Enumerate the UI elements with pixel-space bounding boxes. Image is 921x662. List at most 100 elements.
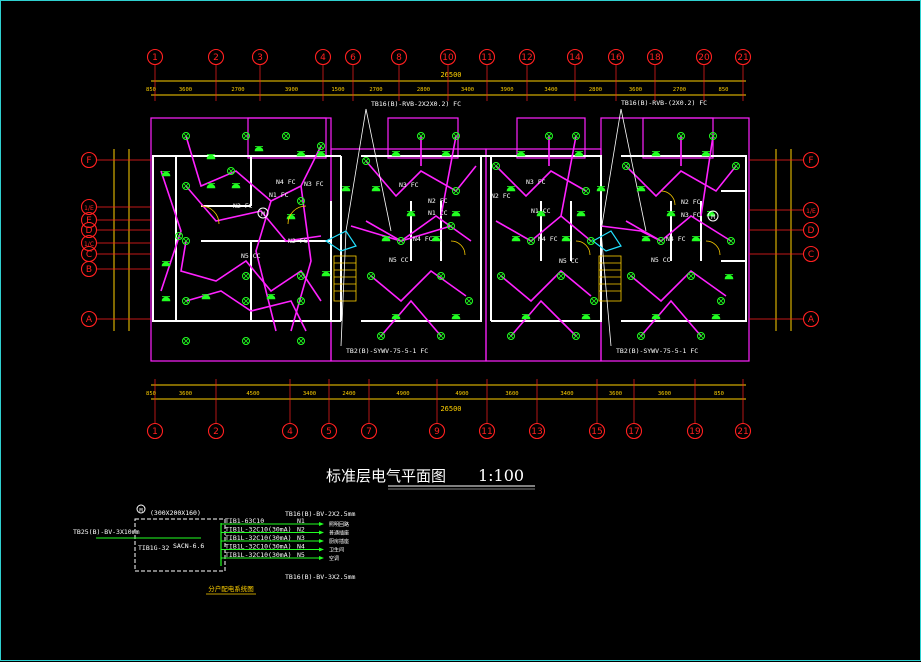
axis-bubble-bottom: 17 [625, 422, 643, 440]
socket-outlet-icon [286, 214, 296, 220]
circuit-label: N4 FC [276, 178, 296, 186]
socket-outlet-icon [266, 294, 276, 300]
svg-text:1/E: 1/E [84, 205, 94, 212]
dimension-segment: 2700 [673, 87, 686, 93]
dimension-segment: 3900 [285, 87, 298, 93]
ceiling-light-icon [697, 332, 705, 340]
svg-text:1/E: 1/E [806, 208, 816, 215]
panel-use-label: 空调 [329, 555, 339, 562]
dimension-segment: 3900 [500, 87, 513, 93]
circuit-label: N5 CC [389, 256, 409, 264]
svg-text:D: D [86, 226, 93, 236]
axis-bubble-left: D [80, 221, 98, 239]
ceiling-light-icon [437, 332, 445, 340]
axis-bubble-bottom: 7 [360, 422, 378, 440]
ceiling-light-icon [492, 162, 500, 170]
axis-bubble-bottom: 19 [686, 422, 704, 440]
ceiling-light-icon [242, 297, 250, 305]
panel-breaker-label: TIB1-63C10 [225, 517, 264, 525]
bottom-dimension-line: 26500 [151, 384, 746, 413]
panel-caption: 分户配电系统图 [208, 584, 254, 593]
circuit-label: N2 FC [233, 202, 253, 210]
socket-outlet-icon [451, 314, 461, 320]
axis-bubble-top: 4 [314, 48, 332, 66]
axis-bubble-top: 6 [344, 48, 362, 66]
svg-text:20: 20 [698, 53, 710, 63]
ceiling-light-icon [227, 167, 235, 175]
circuit-label: N3 FC [304, 180, 324, 188]
socket-outlet-icon [296, 151, 306, 157]
socket-outlet-icon [161, 261, 171, 267]
socket-outlet-icon [201, 294, 211, 300]
left-dimension-line [113, 149, 130, 331]
dimension-segment: 3400 [544, 87, 557, 93]
socket-outlet-icon [441, 151, 451, 157]
svg-text:10: 10 [442, 53, 454, 63]
svg-text:F: F [808, 156, 813, 166]
ceiling-light-icon [182, 182, 190, 190]
svg-text:21: 21 [737, 427, 748, 437]
socket-outlet-icon [636, 186, 646, 192]
title-scale: 1:100 [478, 466, 524, 485]
junction-highlight [324, 230, 622, 252]
socket-outlet-icon [701, 151, 711, 157]
circuit-label: N2 FC [428, 197, 448, 205]
svg-text:A: A [86, 315, 93, 325]
top-dimension-line: 26500 [151, 71, 746, 96]
panel-breaker-label: TIB1L-32C10(30mA) [225, 526, 292, 534]
ceiling-light-icon [465, 297, 473, 305]
ceiling-light-icon [587, 237, 595, 245]
socket-outlet-icon [316, 151, 326, 157]
ceiling-light-icon [687, 272, 695, 280]
svg-text:M: M [261, 211, 265, 218]
socket-outlet-icon [574, 151, 584, 157]
svg-text:M: M [139, 508, 143, 514]
svg-text:8: 8 [396, 53, 402, 63]
panel-circuit-label: N1 [297, 517, 305, 525]
socket-outlet-icon [506, 186, 516, 192]
svg-text:1: 1 [152, 427, 158, 437]
socket-outlet-icon [711, 314, 721, 320]
dimension-segment: 3600 [658, 391, 671, 397]
panel-incoming-cable: TB25(B)-BV-3X10mm [73, 528, 140, 536]
socket-outlet-icon [561, 236, 571, 242]
socket-outlet-icon [516, 151, 526, 157]
circuit-label: N2 FC [288, 237, 308, 245]
socket-outlet-icon [206, 154, 216, 160]
ceiling-light-icon [732, 162, 740, 170]
walls [152, 155, 747, 322]
ceiling-light-icon [622, 162, 630, 170]
ceiling-light-icon [397, 237, 405, 245]
socket-outlet-icon [666, 211, 676, 217]
dimension-segment: 850 [146, 87, 156, 93]
circuit-label: N2 FC [681, 198, 701, 206]
socket-outlet-icon [581, 314, 591, 320]
svg-text:M: M [711, 214, 715, 221]
svg-text:11: 11 [481, 427, 492, 437]
axis-bubble-right: F [802, 151, 820, 169]
svg-text:A: A [808, 315, 815, 325]
svg-text:F: F [86, 156, 91, 166]
svg-text:E: E [86, 216, 92, 226]
ceiling-light-icon [297, 297, 305, 305]
dimension-segment: 3600 [629, 87, 642, 93]
socket-outlet-icon [724, 274, 734, 280]
axis-bubble-top: 12 [518, 48, 536, 66]
panel-branch-cable-top: TB16(B)-BV-2X2.5mm [285, 510, 356, 518]
axis-bubble-left: C [80, 245, 98, 263]
ceiling-light-icon [242, 272, 250, 280]
cable-callout-top-left: TB16(B)-RVB-2X2X0.2) FC [371, 100, 461, 108]
svg-text:1: 1 [152, 53, 158, 63]
distribution-box-left: M [257, 207, 269, 219]
svg-text:9: 9 [434, 427, 440, 437]
axis-bubble-top: 10 [439, 48, 457, 66]
